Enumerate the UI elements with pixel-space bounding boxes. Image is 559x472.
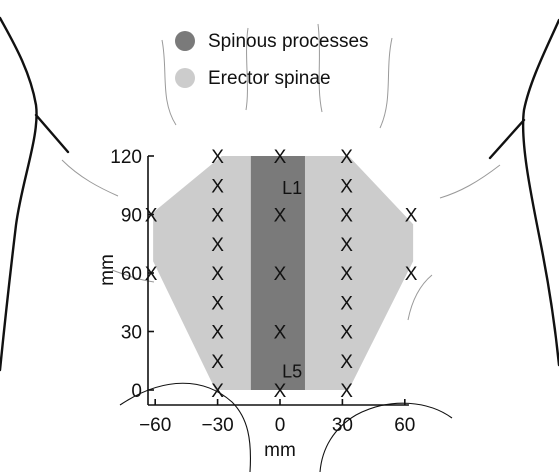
electrode-marker: X bbox=[274, 323, 287, 344]
electrode-marker: X bbox=[340, 176, 353, 197]
x-tick-label: −60 bbox=[139, 415, 171, 436]
electrode-marker: X bbox=[211, 352, 224, 373]
electrode-marker: X bbox=[211, 323, 224, 344]
vertebra-label: L1 bbox=[282, 178, 302, 198]
electrode-marker: X bbox=[211, 176, 224, 197]
electrode-marker: X bbox=[274, 147, 287, 168]
left-torso-contour bbox=[0, 16, 38, 372]
x-tick-label: 0 bbox=[275, 415, 286, 436]
electrode-marker: X bbox=[274, 381, 287, 402]
x-tick-label: 60 bbox=[394, 415, 415, 436]
spinous-processes-region bbox=[250, 156, 305, 390]
right-torso-contour bbox=[521, 18, 559, 367]
skin-fold bbox=[317, 23, 323, 113]
x-tick-label: −30 bbox=[201, 415, 233, 436]
electrode-marker: X bbox=[340, 147, 353, 168]
electrode-marker: X bbox=[340, 293, 353, 314]
legend-label-spinous: Spinous processes bbox=[208, 31, 369, 52]
left-waist-line bbox=[34, 113, 70, 154]
x-tick-label: 30 bbox=[332, 415, 353, 436]
x-axis-ticks: −60 −30 0 30 60 bbox=[139, 399, 415, 436]
electrode-marker: X bbox=[274, 206, 287, 227]
electrode-marker: X bbox=[145, 264, 158, 285]
y-tick-label: 0 bbox=[131, 381, 142, 402]
legend-label-erector: Erector spinae bbox=[208, 68, 331, 89]
electrode-marker: X bbox=[211, 381, 224, 402]
electrode-marker: X bbox=[340, 206, 353, 227]
electrode-marker: X bbox=[340, 235, 353, 256]
electrode-marker: X bbox=[340, 264, 353, 285]
y-tick-label: 60 bbox=[121, 264, 142, 285]
y-tick-label: 30 bbox=[121, 323, 142, 344]
legend: Spinous processes Erector spinae bbox=[175, 31, 369, 89]
skin-fold bbox=[61, 159, 119, 197]
buttock-contour-left bbox=[119, 382, 251, 472]
skin-fold bbox=[439, 164, 501, 199]
skin-fold bbox=[245, 27, 249, 111]
y-axis-ticks: 0 30 60 90 120 bbox=[110, 147, 154, 402]
electrode-marker: X bbox=[211, 206, 224, 227]
electrode-marker: X bbox=[405, 206, 418, 227]
vertebra-label: L5 bbox=[282, 362, 302, 382]
y-tick-label: 120 bbox=[110, 147, 142, 168]
skin-fold bbox=[161, 39, 177, 126]
electrode-marker: X bbox=[211, 235, 224, 256]
axes bbox=[147, 156, 409, 406]
legend-swatch-spinous bbox=[175, 31, 195, 51]
electrode-marker: X bbox=[405, 264, 418, 285]
skin-folds bbox=[61, 23, 501, 321]
y-axis-label: mm bbox=[97, 254, 118, 286]
electrode-marker: X bbox=[211, 293, 224, 314]
legend-swatch-erector bbox=[175, 68, 195, 88]
electrode-marker: X bbox=[340, 381, 353, 402]
electrode-marker: X bbox=[211, 147, 224, 168]
electrode-marker: X bbox=[211, 264, 224, 285]
torso-outline bbox=[0, 16, 559, 372]
right-waist-line bbox=[488, 118, 526, 160]
x-axis-label: mm bbox=[264, 440, 296, 461]
electrode-marker: X bbox=[274, 264, 287, 285]
muscle-regions bbox=[153, 156, 414, 390]
skin-fold bbox=[379, 37, 393, 129]
buttock-contour-right bbox=[319, 402, 453, 472]
electrode-marker: X bbox=[340, 352, 353, 373]
skin-fold bbox=[111, 269, 155, 283]
buttock-contours bbox=[119, 382, 453, 472]
skin-fold bbox=[407, 274, 433, 321]
electrode-marker: X bbox=[340, 323, 353, 344]
y-tick-label: 90 bbox=[121, 206, 142, 227]
electrode-marker: X bbox=[145, 206, 158, 227]
